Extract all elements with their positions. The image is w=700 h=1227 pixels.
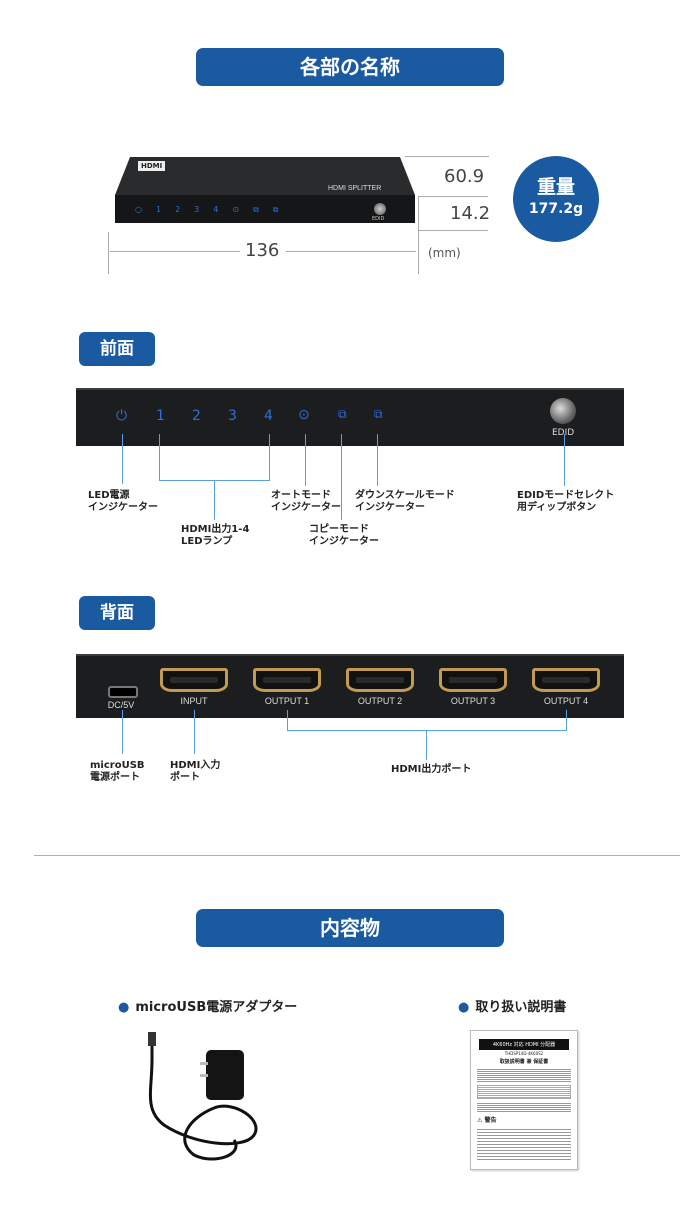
item-manual-heading: ● 取り扱い説明書 <box>458 996 566 1015</box>
manual-image: 4K60Hz 対応 HDMI 分配器 THDSP14D-4K60S2 取扱説明書… <box>470 1030 578 1170</box>
dim-line-width-left <box>110 251 240 252</box>
device-top-view: HDMI HDMI SPLITTER ○1234⊙⧉⧉ EDID <box>110 155 420 225</box>
item-adapter-label: microUSB電源アダプター <box>135 1000 298 1015</box>
label-led-power: LED電源 インジケーター <box>88 490 158 513</box>
device-model-text: HDMI SPLITTER <box>328 185 382 192</box>
label-hdmi-output: HDMI出力ポート <box>391 764 472 775</box>
callout-hdmi-right <box>269 434 270 480</box>
callout-out-left <box>287 710 288 730</box>
usb-power-adapter-image <box>148 1032 258 1161</box>
port-label-output-3: OUTPUT 3 <box>450 696 496 706</box>
item-manual-label: 取り扱い説明書 <box>475 1000 567 1015</box>
callout-auto <box>305 434 306 486</box>
port-label-dc: DC/5V <box>107 700 135 710</box>
label-downscale-mode: ダウンスケールモード インジケーター <box>355 490 455 513</box>
device-brand-badge: HDMI <box>138 161 166 171</box>
top-led: ⧉ <box>272 205 293 214</box>
section-title-parts: 各部の名称 <box>196 48 504 86</box>
section-title-contents: 内容物 <box>196 909 504 947</box>
label-hdmi-out-led: HDMI出力1-4 LEDランプ <box>181 524 250 547</box>
device-body-shape <box>115 157 415 223</box>
front-led-3: 3 <box>228 408 237 424</box>
callout-micro-usb <box>122 710 123 754</box>
item-adapter-heading: ● microUSB電源アダプター <box>118 996 297 1015</box>
dim-line-top <box>405 156 489 157</box>
copy-mode-icon: ⧉ <box>338 407 347 421</box>
dim-depth: 14.2 <box>450 203 491 224</box>
hdmi-output-port-2 <box>346 668 414 692</box>
dim-line-left-vert <box>108 232 109 274</box>
callout-out-right <box>566 710 567 730</box>
manual-warning-label: 警告 <box>484 1117 497 1124</box>
manual-header: 4K60Hz 対応 HDMI 分配器 <box>479 1039 569 1050</box>
label-auto-mode: オートモード インジケーター <box>271 490 341 513</box>
label-micro-usb: microUSB 電源ポート <box>90 760 145 783</box>
callout-hdmi-left <box>159 434 160 480</box>
dim-line-width-right <box>286 251 416 252</box>
top-edid-label: EDID <box>372 216 385 222</box>
front-led-2: 2 <box>192 408 201 424</box>
callout-hdmi-down <box>214 480 215 520</box>
port-label-output-4: OUTPUT 4 <box>543 696 589 706</box>
back-tag: 背面 <box>79 596 155 630</box>
port-label-output-1: OUTPUT 1 <box>264 696 310 706</box>
manual-title: 取扱説明書 兼 保証書 <box>499 1059 549 1065</box>
top-led: ⧉ <box>253 205 273 214</box>
manual-model: THDSP14D-4K60S2 <box>504 1051 544 1056</box>
port-label-output-2: OUTPUT 2 <box>357 696 403 706</box>
callout-led-power <box>122 434 123 484</box>
auto-mode-icon: ⊙ <box>298 407 310 423</box>
manual-text-block <box>477 1068 571 1082</box>
hdmi-output-port-4 <box>532 668 600 692</box>
section-divider <box>34 855 680 856</box>
front-edid-label: EDID <box>552 428 575 438</box>
top-led: 1 <box>155 205 176 214</box>
dim-width: 136 <box>245 240 280 261</box>
power-icon: ⏻ <box>116 408 128 424</box>
dim-height: 60.9 <box>444 166 485 187</box>
top-led: 2 <box>175 205 195 214</box>
dim-line-mid <box>418 196 488 197</box>
callout-copy <box>341 434 342 520</box>
manual-text-block <box>477 1127 571 1161</box>
label-edid-select: EDIDモードセレクト 用ディップボタン <box>517 490 615 513</box>
weight-badge: 重量 177.2g <box>513 156 599 242</box>
callout-edid <box>564 434 565 486</box>
top-led: ⊙ <box>232 205 254 214</box>
front-led-1: 1 <box>156 408 165 424</box>
label-hdmi-input: HDMI入力 ポート <box>170 760 221 783</box>
front-led-4: 4 <box>264 408 273 424</box>
port-label-input: INPUT <box>180 696 208 706</box>
weight-value: 177.2g <box>528 201 584 217</box>
callout-downscale <box>377 434 378 486</box>
top-led: 3 <box>194 205 214 214</box>
dim-line-bottom <box>418 230 488 231</box>
top-led: ○ <box>135 205 156 214</box>
manual-text-block <box>477 1085 571 1099</box>
back-panel: DC/5V INPUT OUTPUT 1 OUTPUT 2 OUTPUT 3 O… <box>76 654 624 718</box>
dim-line-vert <box>418 196 419 274</box>
front-panel: ⏻ 1 2 3 4 ⊙ ⧉ ⧉ EDID <box>76 388 624 446</box>
callout-out-down <box>426 730 427 760</box>
downscale-mode-icon: ⧉ <box>374 407 383 421</box>
edid-button[interactable] <box>550 398 576 424</box>
manual-text-block <box>477 1102 571 1112</box>
top-led: 4 <box>213 205 233 214</box>
top-edid-button-icon <box>374 203 386 215</box>
micro-usb-port <box>108 686 138 698</box>
manual-warning-row: ⚠ 警告 <box>477 1117 497 1124</box>
dim-unit: (mm) <box>428 246 461 260</box>
hdmi-input-port <box>160 668 228 692</box>
callout-hdmi-in <box>194 710 195 754</box>
weight-label: 重量 <box>536 176 575 198</box>
hdmi-output-port-1 <box>253 668 321 692</box>
label-copy-mode: コピーモード インジケーター <box>309 524 379 547</box>
front-tag: 前面 <box>79 332 155 366</box>
bullet-dot-icon: ● <box>118 1000 130 1015</box>
hdmi-output-port-3 <box>439 668 507 692</box>
bullet-dot-icon: ● <box>458 1000 470 1015</box>
device-top-led-row: ○1234⊙⧉⧉ <box>135 205 293 215</box>
callout-out-horiz <box>287 730 567 731</box>
